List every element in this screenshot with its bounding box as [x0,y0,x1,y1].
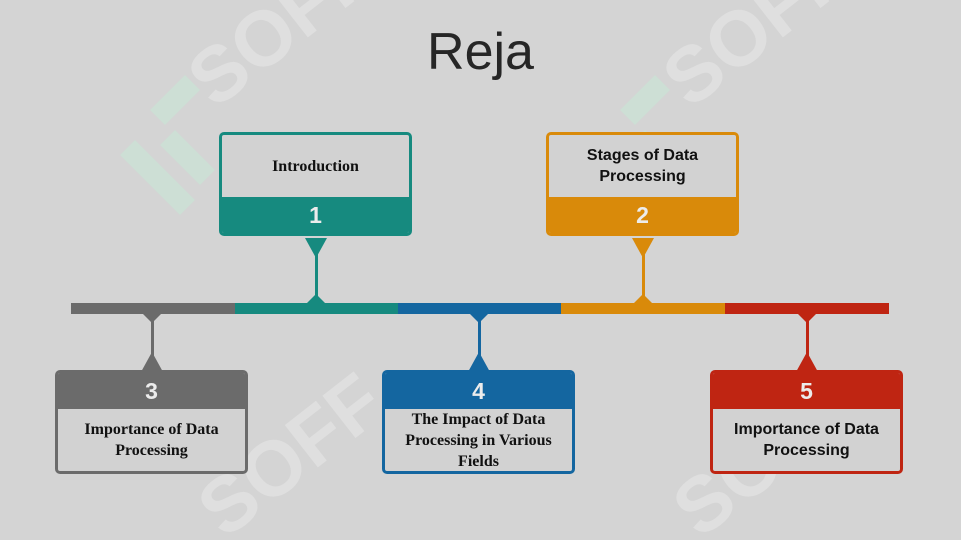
pointer-5-base [797,313,817,323]
connector-4 [478,318,481,372]
pointer-4-base [469,313,489,323]
timeline-segment-teal [235,303,398,314]
connector-3 [151,318,154,372]
card-2-label: Stages of Data Processing [586,147,699,185]
timeline-card-3: 3 Importance of Data Processing [55,370,248,474]
pointer-3-base [142,313,162,323]
pointer-4 [468,352,490,372]
timeline-card-4: 4 The Impact of Data Processing in Vario… [382,370,575,474]
timeline-segment-orange [561,303,725,314]
card-5-label: Importance of Data Processing [734,421,879,459]
card-1-number: 1 [222,197,409,233]
card-4-number: 4 [385,373,572,409]
card-4-label: The Impact of Data Processing in Various… [405,410,552,470]
timeline-card-1: Introduction 1 [219,132,412,236]
pointer-5 [796,352,818,372]
pointer-3 [141,352,163,372]
card-2-number: 2 [549,197,736,233]
card-1-label: Introduction [272,157,359,175]
card-3-number: 3 [58,373,245,409]
pointer-2 [632,238,654,258]
timeline-segment-blue [398,303,561,314]
pointer-1-base [306,294,326,304]
pointer-2-base [633,294,653,304]
slide-title: Reja [427,23,534,81]
connector-2 [642,238,645,298]
connector-1 [315,238,318,298]
timeline-card-2: Stages of Data Processing 2 [546,132,739,236]
watermark-logo-icon [120,75,215,215]
connector-5 [806,318,809,372]
pointer-1 [305,238,327,258]
card-5-number: 5 [713,373,900,409]
timeline-card-5: 5 Importance of Data Processing [710,370,903,474]
card-3-label: Importance of Data Processing [84,421,219,459]
timeline-segment-red [725,303,889,314]
timeline-segment-gray [71,303,235,314]
